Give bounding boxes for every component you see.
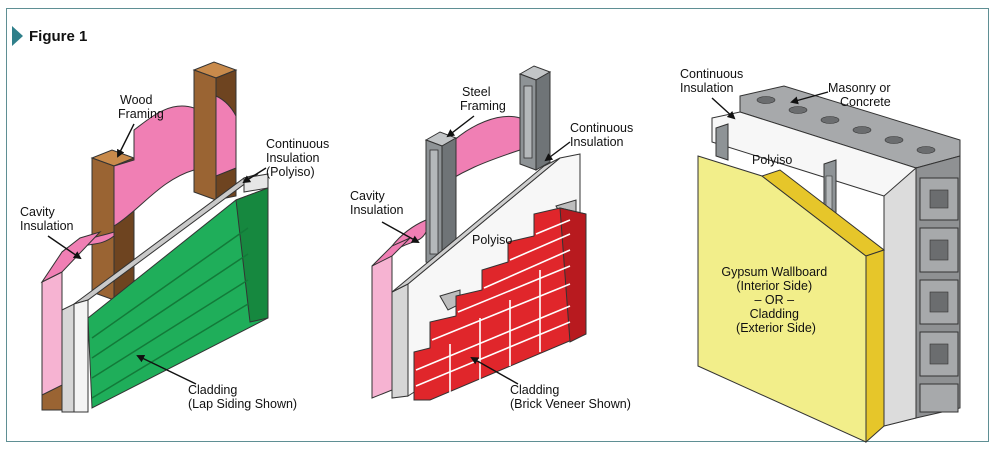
label-continuous-insulation: Continuous Insulation <box>680 67 747 95</box>
cavity-insulation-pink <box>61 105 195 260</box>
lap-siding-cladding <box>87 187 269 409</box>
label-cladding-brick: Cladding (Brick Veneer Shown) <box>510 383 631 411</box>
label-polyiso: Polyiso <box>472 233 512 247</box>
masonry-block-wall <box>739 85 961 419</box>
label-cavity-insulation: Cavity Insulation <box>350 189 404 217</box>
panel-masonry: Continuous Insulation Masonry or Concret… <box>680 67 961 444</box>
label-continuous-insulation: Continuous Insulation <box>570 121 637 149</box>
label-masonry-concrete: Masonry or Concrete <box>828 81 894 109</box>
label-cavity-insulation: Cavity Insulation <box>20 205 74 233</box>
panel-wood-framing: Wood Framing Cavity Insulation Continuou… <box>20 61 333 413</box>
label-steel-framing: Steel Framing <box>460 85 506 113</box>
title-arrow-icon <box>12 26 23 46</box>
label-continuous-insulation: Continuous Insulation (Polyiso) <box>266 137 333 179</box>
steel-stud-right <box>518 65 552 171</box>
label-cladding-lap-siding: Cladding (Lap Siding Shown) <box>188 383 297 411</box>
gypsum-wallboard-panel <box>697 155 886 444</box>
figure-title: Figure 1 <box>29 27 88 45</box>
label-polyiso: Polyiso <box>752 153 792 167</box>
brick-veneer-cladding <box>413 207 587 401</box>
label-wood-framing: Wood Framing <box>118 93 164 121</box>
figure-title-group: Figure 1 <box>12 26 87 46</box>
label-gypsum-wallboard: Gypsum Wallboard (Interior Side) – OR – … <box>721 265 830 335</box>
panel-steel-framing: Steel Framing Cavity Insulation Continuo… <box>350 65 637 411</box>
